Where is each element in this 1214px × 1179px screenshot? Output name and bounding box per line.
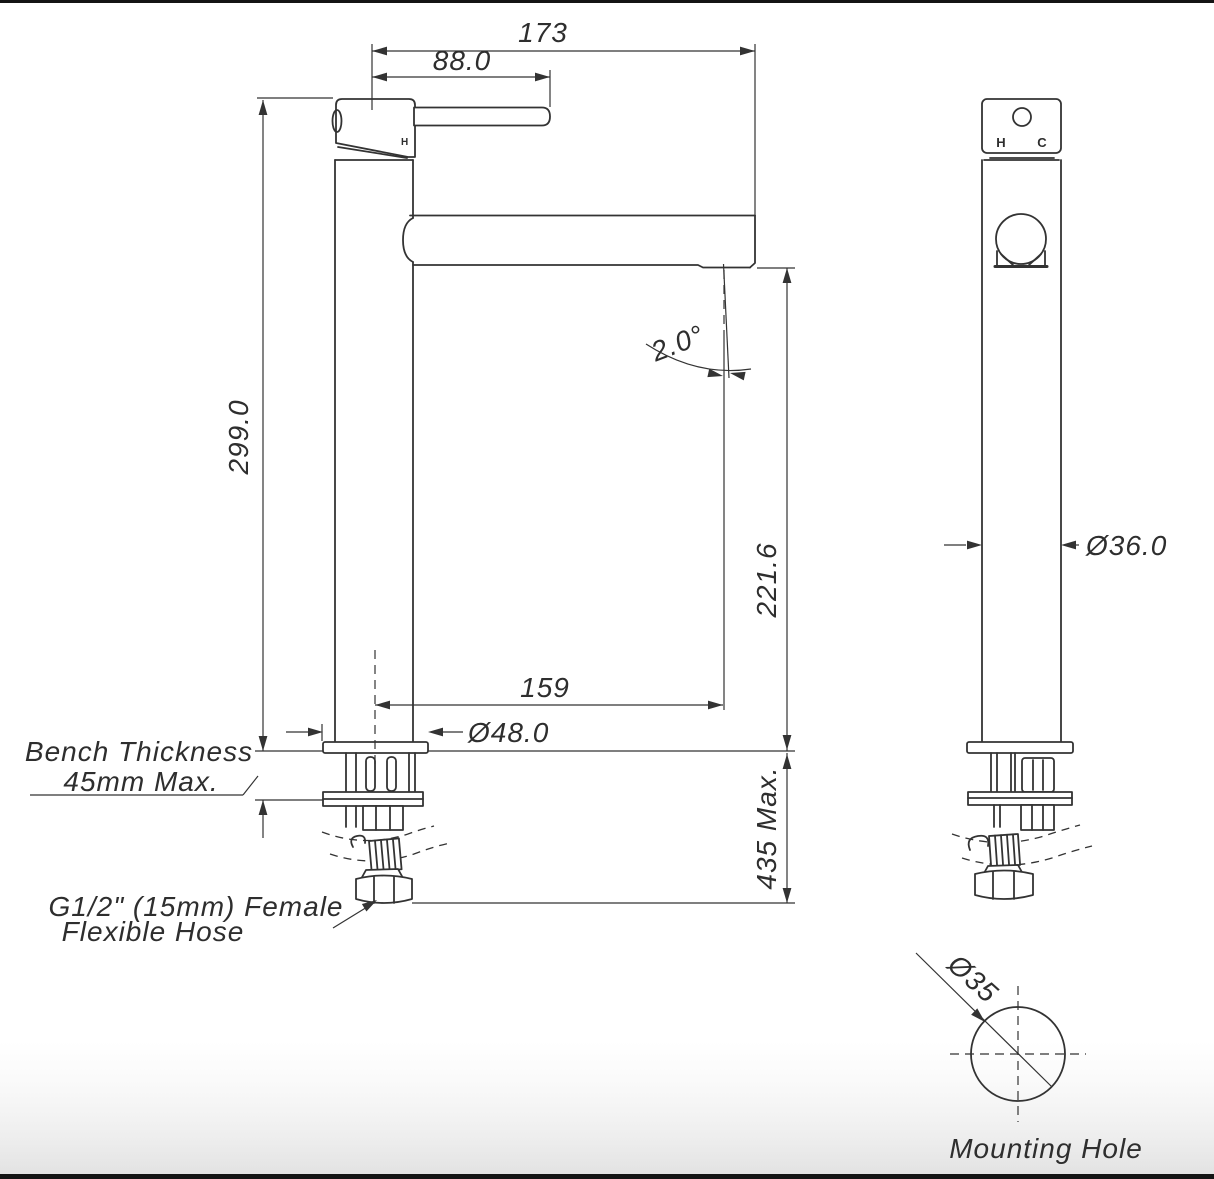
hose-hex-nut — [355, 874, 413, 904]
supply-tube — [365, 756, 376, 792]
cold-label: C — [1037, 135, 1047, 150]
bench-note-line2: 45mm Max. — [63, 766, 218, 797]
hose-curl — [350, 834, 366, 848]
spout-circle — [995, 213, 1047, 265]
dim-outlet-reach: 159 — [374, 650, 723, 764]
base-flange — [966, 741, 1074, 754]
dim-label: 221.6 — [751, 542, 782, 618]
braided-hose — [988, 833, 1021, 868]
break-line — [321, 825, 435, 842]
dim-max-height: 435 Max. — [412, 753, 795, 904]
dim-label: 88.0 — [433, 45, 492, 76]
break-line — [961, 845, 1093, 866]
dim-label: Ø48.0 — [467, 717, 549, 748]
break-line — [951, 824, 1081, 844]
spout-face — [993, 213, 1049, 268]
spout-fillet — [402, 217, 414, 263]
dim-label: 299.0 — [223, 399, 254, 475]
hex-fitting — [362, 805, 404, 831]
front-view: H — [25, 17, 795, 947]
side-view: H C — [944, 98, 1167, 900]
dim-label: 159 — [520, 672, 570, 703]
dim-label: 435 Max. — [751, 766, 782, 889]
note-leader — [242, 775, 259, 796]
top-border-bar — [0, 0, 1214, 3]
handle-pivot — [331, 109, 343, 133]
dim-bench-thickness: Bench Thickness 45mm Max. — [25, 736, 268, 838]
braided-hose — [368, 837, 403, 873]
dim-handle-reach: 88.0 — [372, 45, 551, 107]
spout-tip-edge — [749, 214, 756, 269]
handle-hot-label: H — [401, 137, 408, 148]
handle-seam — [337, 146, 408, 159]
dim-label: Ø36.0 — [1085, 530, 1167, 561]
lever-end-circle — [1012, 107, 1032, 127]
mounting-hole-caption: Mounting Hole — [949, 1133, 1143, 1164]
dim-spout-height: 221.6 — [751, 267, 795, 751]
hex-fitting — [1021, 757, 1055, 793]
hose-note-line2: Flexible Hose — [62, 916, 245, 947]
dim-body-diameter: Ø36.0 — [944, 530, 1167, 561]
spout-cup-diagonal — [1000, 253, 1014, 266]
under-bench-assembly-side — [951, 752, 1093, 900]
spout-bottom-edge — [412, 264, 751, 269]
dim-label: 173 — [518, 17, 568, 48]
dim-base-diameter: Ø48.0 — [286, 717, 549, 748]
hose-hex-nut — [974, 869, 1034, 900]
supply-tube — [386, 756, 397, 792]
break-line — [329, 842, 451, 862]
handle-body — [335, 98, 416, 158]
handle: H — [331, 98, 551, 159]
note-flexible-hose: G1/2" (15mm) Female Flexible Hose — [48, 891, 380, 947]
bottom-gradient — [0, 1040, 1214, 1176]
hex-fitting — [1020, 804, 1055, 831]
hose-curl — [967, 834, 990, 851]
faucet-body — [322, 159, 756, 754]
dim-body-height: 299.0 — [223, 97, 333, 751]
angle-arc — [645, 343, 752, 372]
bench-section — [255, 750, 795, 801]
hose-note-line1: G1/2" (15mm) Female — [48, 891, 343, 922]
under-bench-assembly-front — [321, 752, 451, 904]
handle-lever — [413, 106, 551, 127]
diameter-leader — [915, 952, 1053, 1088]
bench-note-line1: Bench Thickness — [25, 736, 253, 767]
bottom-border-bar — [0, 1174, 1214, 1179]
spout-cup-diagonal — [1028, 253, 1042, 266]
hot-label: H — [996, 135, 1005, 150]
